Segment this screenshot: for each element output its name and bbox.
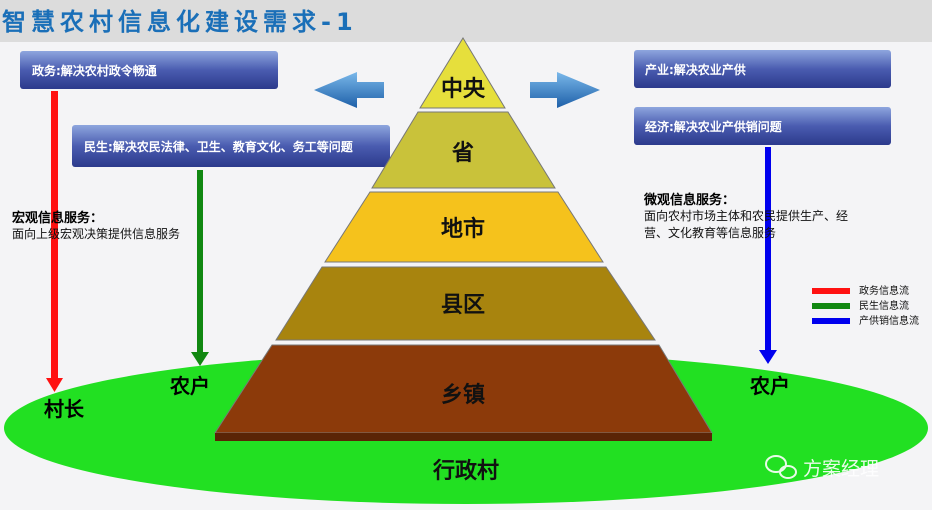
legend-swatch-economy [812, 318, 850, 324]
micro-heading: 微观信息服务： [643, 192, 735, 208]
micro-body-line1: 面向农村市场主体和农民提供生产、经 [644, 208, 848, 223]
level-central-label: 中央 [441, 76, 486, 102]
gov-box-label: 政务:解决农村政令畅通 [32, 63, 157, 78]
arrow-left-icon [314, 72, 384, 108]
level-province-label: 省 [451, 141, 474, 166]
economy-box-label: 经济:解决农业产供销问题 [645, 119, 783, 134]
legend-label-gov: 政务信息流 [859, 284, 909, 297]
legend-label-livelihood: 民生信息流 [859, 299, 909, 312]
level-province [371, 111, 556, 189]
livelihood-box-label: 民生:解决农民法律、卫生、教育文化、务工等问题 [84, 139, 354, 154]
macro-body: 面向上级宏观决策提供信息服务 [12, 226, 180, 241]
gov-flow-arrowhead [46, 378, 63, 392]
page-title: 智慧农村信息化建设需求-1 [2, 8, 358, 36]
arrow-right-icon [530, 72, 600, 108]
livelihood-flow-line [197, 170, 203, 355]
legend-swatch-livelihood [812, 303, 850, 309]
farmer-left-label: 农户 [169, 374, 210, 398]
legend-swatch-gov [812, 288, 850, 294]
industry-box-label: 产业:解决农业产供 [645, 62, 746, 77]
level-city [324, 191, 604, 263]
macro-heading: 宏观信息服务： [12, 210, 103, 226]
village-head-label: 村长 [44, 397, 85, 421]
level-county [275, 266, 656, 341]
economy-box [634, 107, 891, 145]
economy-flow-arrowhead [759, 350, 777, 364]
legend: 政务信息流 民生信息流 产供销信息流 [812, 284, 919, 327]
title-bar [0, 0, 932, 42]
level-city-label: 地市 [441, 216, 485, 242]
gov-box [20, 51, 278, 89]
industry-box [634, 50, 891, 88]
pyramid-base [215, 433, 712, 441]
watermark: 方案经理 [765, 455, 879, 480]
micro-body-line2: 营、文化教育等信息服务 [644, 225, 776, 240]
base-label: 行政村 [432, 458, 499, 484]
livelihood-box [72, 125, 390, 167]
wechat-icon [765, 455, 787, 473]
level-central [419, 37, 506, 109]
level-county-label: 县区 [441, 293, 485, 318]
economy-flow-line [765, 147, 771, 352]
gov-flow-line [51, 91, 58, 381]
livelihood-flow-arrowhead [191, 352, 209, 366]
level-township-label: 乡镇 [441, 383, 485, 408]
farmer-right-label: 农户 [749, 374, 790, 398]
legend-label-economy: 产供销信息流 [859, 314, 919, 327]
watermark-text: 方案经理 [803, 458, 879, 480]
